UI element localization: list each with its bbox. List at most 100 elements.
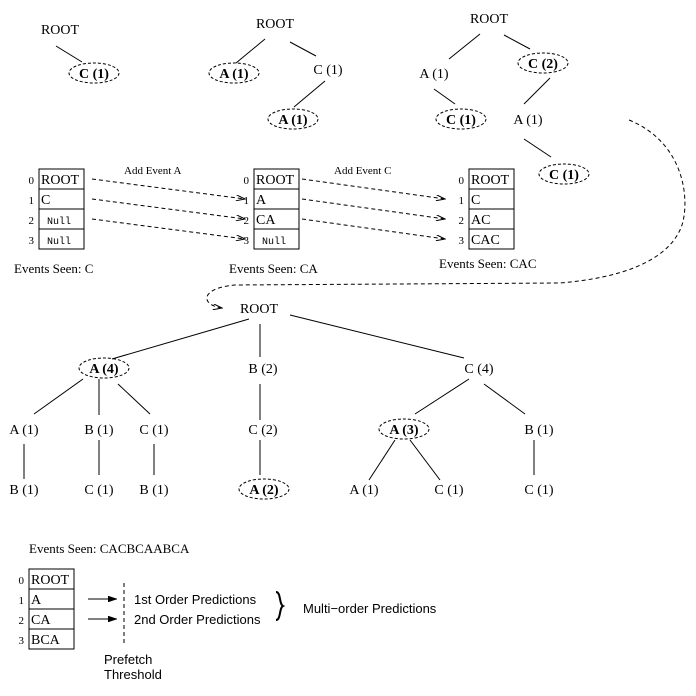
events-seen-caption: Events Seen: CA	[229, 261, 318, 276]
transition-arrow	[301, 198, 445, 219]
tree-edge	[448, 33, 481, 60]
highlight-ellipse	[267, 108, 319, 130]
tree-edge	[289, 314, 465, 359]
tree-edge	[55, 45, 83, 63]
tree2-root-label: ROOT	[256, 17, 295, 32]
table-row-value: CA	[31, 613, 51, 628]
table-row-value: C	[41, 193, 50, 208]
tree-node: A (1)	[349, 483, 379, 498]
tree-node: A (1)	[419, 67, 449, 82]
table-row-value: AC	[471, 213, 490, 228]
tree-edge	[111, 318, 250, 360]
table-row-value: A	[31, 593, 42, 608]
transition-arrow	[91, 198, 245, 219]
table-row-index: 3	[29, 235, 35, 247]
tree-edge	[433, 88, 456, 105]
transition-label-add-event-a: Add Event A	[124, 165, 181, 177]
table-row-index: 1	[459, 195, 465, 207]
table-row-index: 2	[459, 215, 465, 227]
highlight-ellipse	[238, 478, 290, 500]
table-row-index: 0	[459, 175, 465, 187]
tree-edge	[235, 38, 266, 64]
brace-icon	[275, 591, 286, 621]
table-row-value: ROOT	[41, 173, 80, 188]
table-row-value: ROOT	[256, 173, 295, 188]
tree-node: C (1)	[139, 423, 169, 438]
tree-node: C (2)	[528, 57, 558, 72]
table-row-value: ROOT	[31, 573, 70, 588]
tree-node: A (1)	[513, 113, 543, 128]
table-row-index: 0	[244, 175, 250, 187]
table-row-value: Null	[47, 236, 71, 248]
tree-edge	[368, 439, 396, 481]
tree-node: C (1)	[434, 483, 464, 498]
tree-edges	[23, 33, 552, 481]
table-row-value: CA	[256, 213, 276, 228]
tree-node: C (1)	[79, 67, 109, 82]
table-row-index: 1	[244, 195, 250, 207]
tree-edge	[503, 34, 531, 50]
table-row-index: 1	[19, 595, 25, 607]
connector-curve	[206, 119, 686, 308]
events-seen-caption: Events Seen: C	[14, 261, 93, 276]
table-row-index: 3	[244, 235, 250, 247]
tree-node: C (4)	[464, 362, 494, 377]
transition-label-add-event-c: Add Event C	[334, 165, 391, 177]
events-seen-caption: Events Seen: CAC	[439, 256, 537, 271]
tree-edge	[33, 378, 84, 415]
tree-edge	[523, 77, 551, 105]
tree-node: C (1)	[549, 168, 579, 183]
table-row-value: C	[471, 193, 480, 208]
multi-order-predictions-label: Multi−order Predictions	[303, 601, 437, 616]
highlight-ellipse	[78, 357, 130, 379]
tree-nodes: ROOT C (1) ROOT A (1) C (1) A (1) ROOT A (1) C (…	[9, 12, 590, 500]
tree-node: A (1)	[9, 423, 39, 438]
table-row-value: A	[256, 193, 267, 208]
table-row-index: 0	[19, 575, 25, 587]
tree-edge	[409, 439, 441, 481]
tree-node: A (2)	[249, 483, 279, 498]
events-seen-caption: Events Seen: CACBCAABCA	[29, 541, 190, 556]
tree-node: B (1)	[84, 423, 114, 438]
tree-node: C (1)	[446, 113, 476, 128]
highlight-ellipse	[208, 62, 260, 84]
table-row-index: 2	[244, 215, 250, 227]
second-order-predictions-label: 2nd Order Predictions	[134, 612, 261, 627]
highlight-ellipse	[378, 418, 430, 440]
tree-node: C (2)	[248, 423, 278, 438]
tree-edge	[117, 383, 151, 415]
first-order-predictions-label: 1st Order Predictions	[134, 592, 257, 607]
highlight-ellipse	[68, 62, 120, 84]
tree-edge	[293, 80, 326, 108]
tree-node: B (1)	[9, 483, 39, 498]
big_tree-root-label: ROOT	[240, 302, 279, 317]
table-row-index: 0	[29, 175, 35, 187]
tree-node: B (1)	[524, 423, 554, 438]
highlight-ellipse	[517, 52, 569, 74]
table-row-value: ROOT	[471, 173, 510, 188]
tree3-root-label: ROOT	[470, 12, 509, 27]
tree-node: A (1)	[278, 113, 308, 128]
tree-edge	[289, 41, 317, 57]
table-row-index: 3	[459, 235, 465, 247]
tree-edge	[414, 378, 470, 415]
table-row-value: Null	[47, 216, 71, 228]
tree-edge	[483, 383, 526, 415]
tree-node: C (1)	[84, 483, 114, 498]
prefetch-threshold-label-line1: Prefetch	[104, 652, 152, 667]
tree-node: A (1)	[219, 67, 249, 82]
tree-node: B (1)	[139, 483, 169, 498]
table-row-index: 2	[19, 615, 25, 627]
table-row-value: CAC	[471, 233, 500, 248]
tree1-root-label: ROOT	[41, 23, 80, 38]
table-row-index: 2	[29, 215, 35, 227]
table-row-index: 3	[19, 635, 25, 647]
tree-node: B (2)	[248, 362, 278, 377]
highlight-ellipse	[435, 108, 487, 130]
table-row-value: Null	[262, 236, 286, 248]
